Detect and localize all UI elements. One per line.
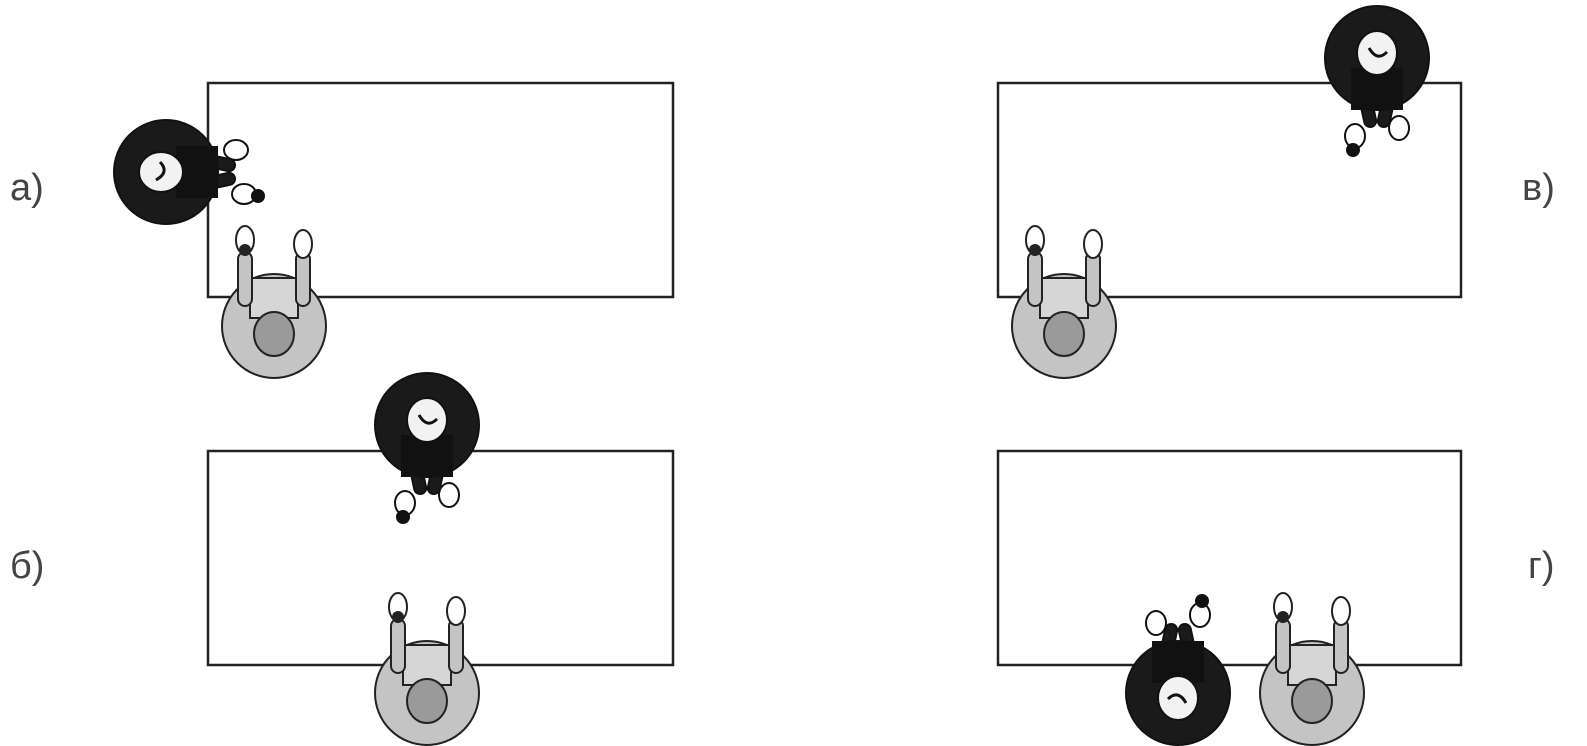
table-rect (208, 83, 673, 297)
panel-g: г) (998, 451, 1555, 745)
panel-label: б) (10, 545, 44, 587)
panel-label: в) (1522, 167, 1555, 209)
panel-v: в) (998, 6, 1555, 378)
panel-label: г) (1528, 545, 1555, 587)
table-rect (998, 451, 1461, 665)
panel-a: а) (10, 83, 673, 378)
panel-b: б) (10, 373, 673, 745)
panel-label: а) (10, 167, 44, 209)
